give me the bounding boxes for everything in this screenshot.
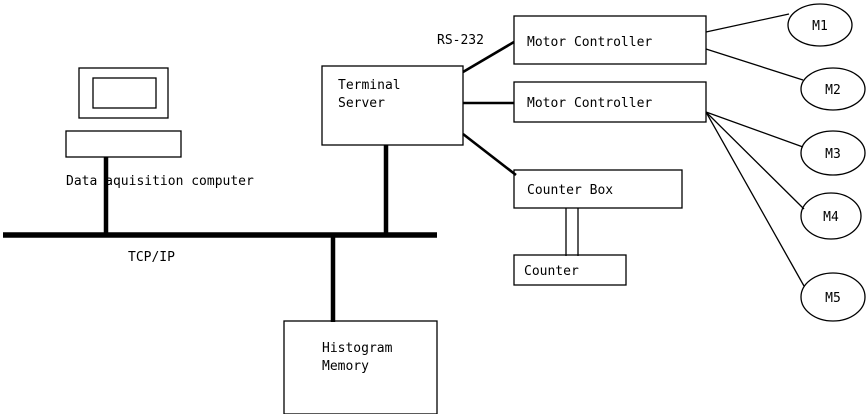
motor-1-node[interactable]: M1 [787, 3, 853, 47]
motor-4-label: M4 [823, 210, 839, 225]
motor-3-label: M3 [825, 147, 841, 162]
motor-1-label: M1 [812, 19, 828, 34]
motor-1-ellipse [787, 3, 853, 47]
link-terminal-server-to-motor-controller-1 [462, 40, 515, 74]
motor-controller-2-label: Motor Controller [527, 96, 652, 111]
link-motor-controller-2-to-motor-5 [705, 111, 805, 287]
motor-3-node[interactable]: M3 [800, 130, 866, 176]
counter-label: Counter [524, 264, 579, 279]
data-acquisition-computer-label: Data aquisition computer [66, 174, 254, 189]
counter-box-label: Counter Box [527, 183, 613, 198]
terminal-server-box [321, 65, 464, 146]
motor-5-label: M5 [825, 291, 841, 306]
motor-5-ellipse [800, 272, 866, 322]
counter-rect [513, 254, 627, 286]
terminal-server-label-line1: Terminal [338, 78, 401, 93]
tcpip-label: TCP/IP [128, 250, 175, 265]
link-terminal-server-to-counter-box [462, 132, 517, 177]
motor-controller-1-box [513, 15, 707, 65]
motor-controller-1-label: Motor Controller [527, 35, 652, 50]
motor-2-label: M2 [825, 83, 841, 98]
counter-box-node[interactable]: Counter Box [513, 169, 683, 209]
motor-4-ellipse [800, 192, 862, 240]
terminal-server-label-line2: Server [338, 96, 385, 111]
computer-base-icon [65, 130, 182, 158]
motor-controller-2-box [513, 81, 707, 123]
rs232-label: RS-232 [437, 33, 484, 48]
motor-controller-1-node[interactable]: Motor Controller [513, 15, 707, 65]
terminal-server-node[interactable]: Terminal Server [321, 65, 464, 146]
link-motor-controller-2-to-motor-4 [705, 111, 805, 210]
counter-node[interactable]: Counter [513, 254, 627, 286]
link-motor-controller-1-to-motor-2 [705, 48, 804, 81]
motor-2-node[interactable]: M2 [800, 67, 866, 111]
motor-controller-2-node[interactable]: Motor Controller [513, 81, 707, 123]
histogram-memory-box [283, 320, 438, 414]
data-acquisition-computer[interactable]: Data aquisition computer [65, 67, 254, 189]
motor-3-ellipse [800, 130, 866, 176]
link-motor-controller-1-to-motor-1 [705, 13, 790, 33]
link-motor-controller-2-to-motor-3 [705, 111, 804, 148]
motor-2-ellipse [800, 67, 866, 111]
monitor-icon [78, 67, 169, 119]
motor-4-node[interactable]: M4 [800, 192, 862, 240]
histogram-memory-label-line1: Histogram [322, 341, 393, 356]
motor-5-node[interactable]: M5 [800, 272, 866, 322]
monitor-screen-icon [92, 77, 157, 109]
histogram-memory-label-line2: Memory [322, 359, 369, 374]
histogram-memory-node[interactable]: Histogram Memory [283, 320, 438, 414]
counter-box-rect [513, 169, 683, 209]
